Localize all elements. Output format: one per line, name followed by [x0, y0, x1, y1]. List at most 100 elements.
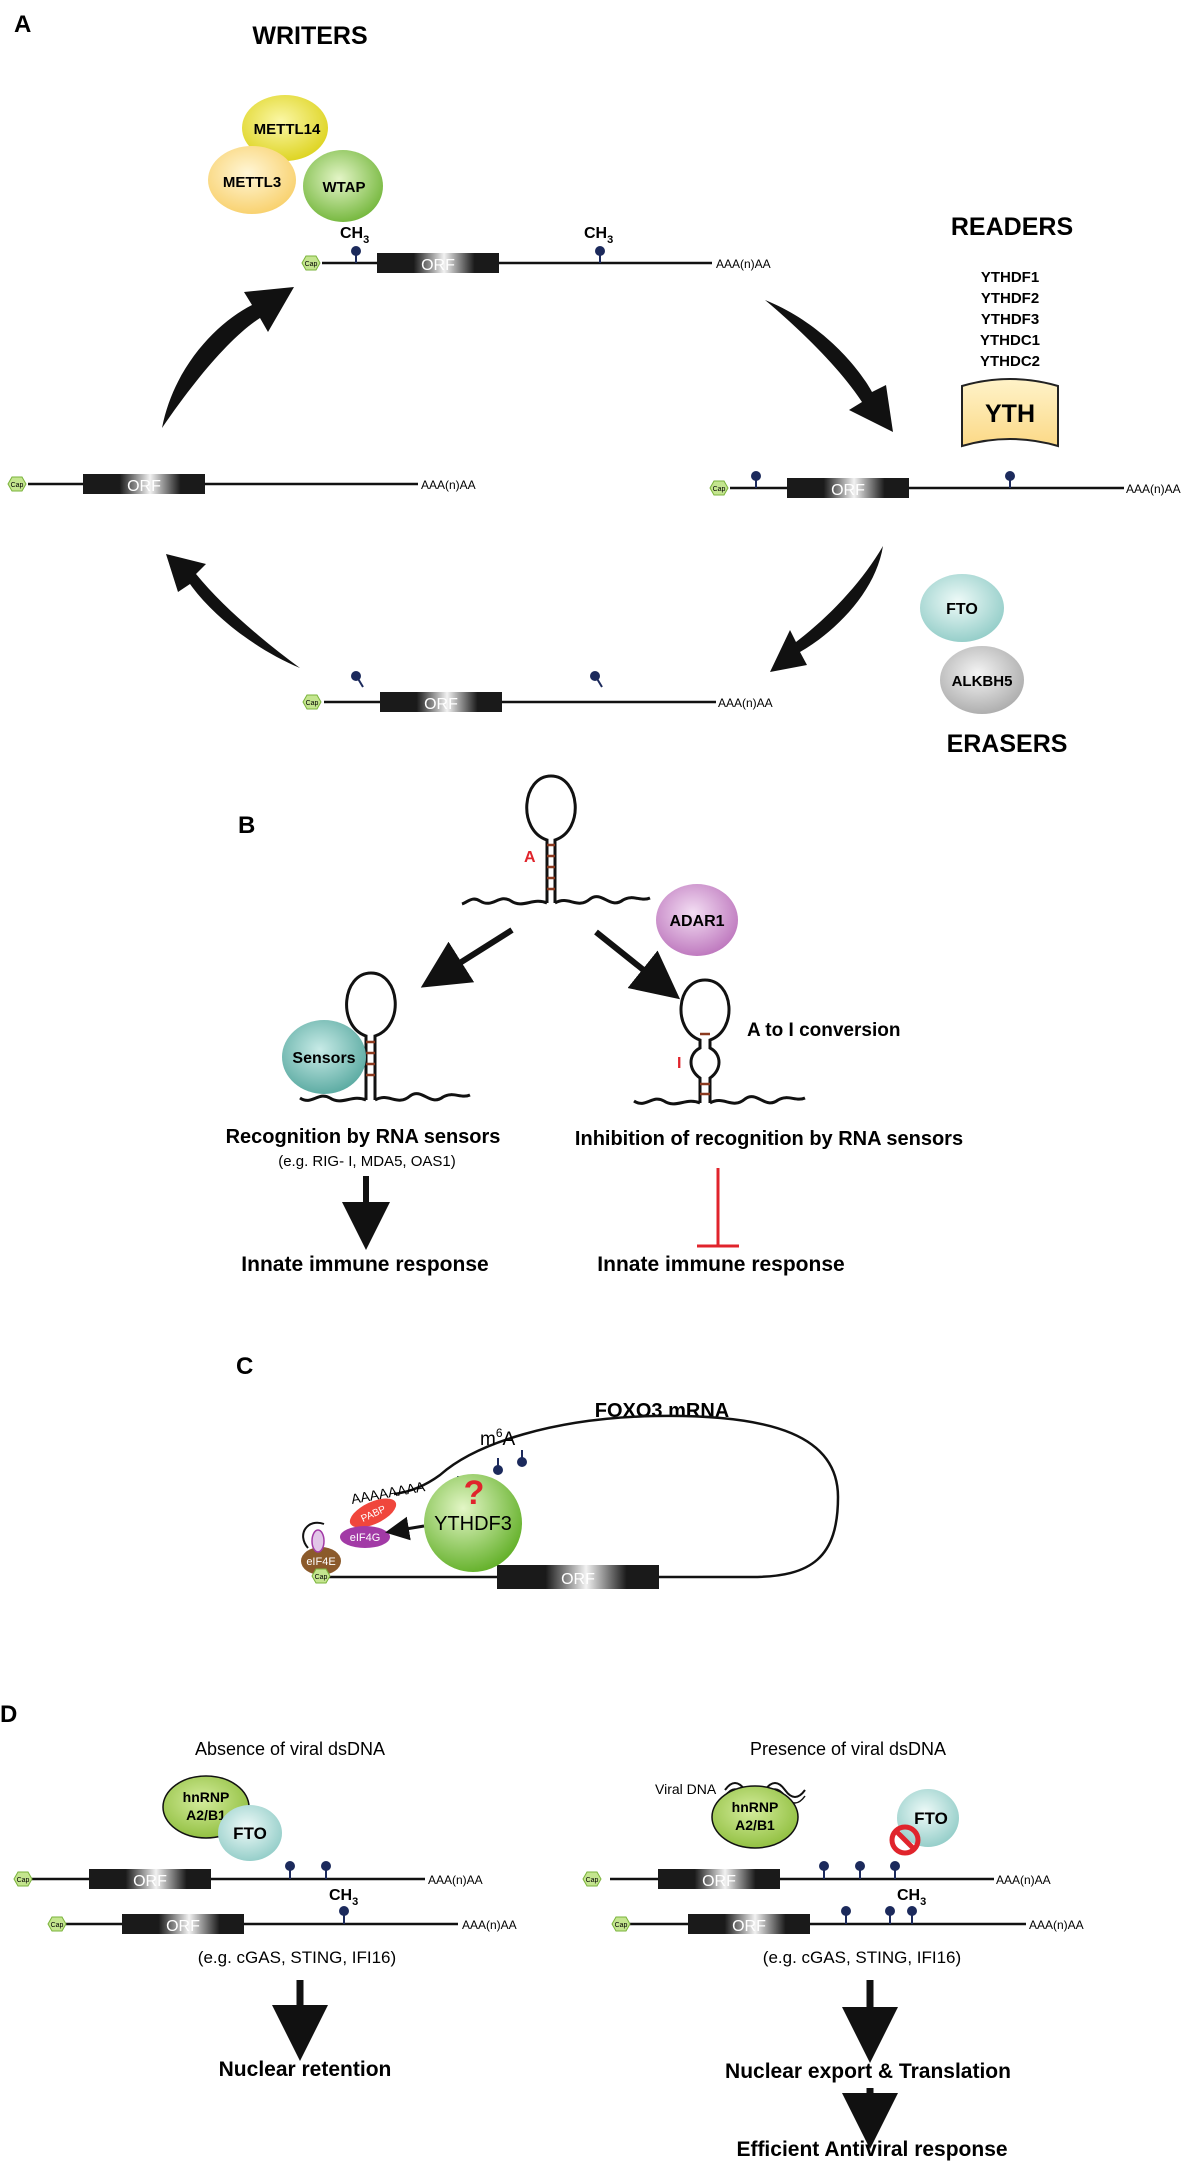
orf-box: [122, 1914, 244, 1934]
closed-loop-complex: PABP eIF4G eIF4E Cap: [301, 1498, 397, 1584]
orf-box: [658, 1869, 780, 1889]
recognition-text: Recognition by RNA sensors: [226, 1126, 501, 1148]
methyl-mark: [855, 1861, 865, 1871]
orf-box: [377, 253, 499, 273]
reader-item: YTHDC2: [980, 353, 1040, 370]
cycle-arrow: [765, 300, 893, 432]
readers-list: YTHDF1 YTHDF2 YTHDF3 YTHDC1 YTHDC2: [980, 269, 1040, 370]
orf-label: ORF: [561, 1571, 595, 1588]
cap-icon: [302, 694, 322, 710]
eif4e-protein: [301, 1547, 341, 1575]
methyl-mark: [907, 1906, 917, 1916]
reader-item: YTHDF1: [981, 269, 1039, 286]
adar1-protein: [656, 884, 738, 956]
orf-box: [380, 692, 502, 712]
methyl-mark: [890, 1861, 900, 1871]
m6a-label: m6A: [480, 1426, 516, 1450]
cycle-arrows: [162, 287, 893, 672]
adenosine-label: A: [524, 849, 536, 866]
rna-hairpin-top: A: [461, 774, 651, 906]
eif4g-protein: [340, 1526, 390, 1548]
methyl-mark: [339, 1906, 349, 1916]
cap-label: Cap: [11, 482, 24, 489]
antiviral-response: Efficient Antiviral response: [736, 2138, 1007, 2161]
eif4e-label: eIF4E: [306, 1556, 335, 1568]
methyl-mark: [285, 1861, 295, 1871]
cap-icon: [13, 1871, 33, 1887]
yth-domain: YTH: [961, 378, 1059, 448]
mrna-right: ORF Cap AAA(n)AA: [709, 471, 1181, 499]
readers-title: READERS: [951, 213, 1073, 241]
cap-label: Cap: [615, 1922, 628, 1929]
erasers-title: ERASERS: [947, 730, 1068, 758]
panel-label-d: D: [0, 1701, 17, 1728]
methyl-mark: [351, 246, 361, 256]
orf-box: [688, 1914, 810, 1934]
absence-title: Absence of viral dsDNA: [195, 1739, 385, 1759]
adar1-label: ADAR1: [669, 913, 724, 930]
hnrnp-label: A2/B1: [735, 1817, 775, 1833]
mrna-left: ORF Cap AAA(n)AA: [7, 474, 476, 495]
branch-arrow-left: [420, 927, 514, 988]
orf-label: ORF: [702, 1873, 736, 1890]
cap-label: Cap: [586, 1877, 599, 1884]
mettl14-protein: [242, 95, 328, 161]
polya-label: AAA(n)AA: [1126, 482, 1181, 496]
alkbh5-protein: [940, 646, 1024, 714]
inhibition-text: Inhibition of recognition by RNA sensors: [575, 1128, 963, 1150]
question-mark: ?: [464, 1474, 485, 1512]
writer-complex: METTL14 METTL3 WTAP: [208, 95, 383, 222]
wtap-label: WTAP: [322, 179, 365, 196]
hnrnp-label: hnRNP: [183, 1789, 230, 1805]
mettl3-protein: [208, 146, 296, 214]
cap-icon: [7, 476, 27, 492]
orf-label: ORF: [166, 1918, 200, 1935]
branch-arrow-right: [594, 929, 681, 1000]
polya-label: AAA(n)AA: [718, 696, 773, 710]
a-to-i-conversion: A to I conversion: [747, 1020, 900, 1041]
reader-item: YTHDF2: [981, 290, 1039, 307]
cap-label: Cap: [713, 486, 726, 493]
ythdf3-arrow: [385, 1516, 425, 1541]
methyl-mark: [595, 246, 605, 256]
cycle-arrow: [770, 546, 883, 672]
cap-label: Cap: [17, 1877, 30, 1884]
polya-label: AAA(n)AA: [1029, 1918, 1084, 1932]
nuclear-retention: Nuclear retention: [219, 2058, 392, 2081]
methyl-mark: [819, 1861, 829, 1871]
gene-examples-left: (e.g. cGAS, STING, IFI16): [198, 1948, 396, 1967]
cycle-arrow: [162, 287, 294, 428]
cap-icon: [709, 480, 729, 496]
orf-box: [89, 1869, 211, 1889]
hnrnp-label: A2/B1: [186, 1807, 226, 1823]
ch3-label: CH3: [897, 1887, 926, 1908]
inhibited-icon: [889, 1824, 921, 1856]
orf-label: ORF: [127, 478, 161, 495]
ch3-label: CH3: [329, 1887, 358, 1908]
writers-title: WRITERS: [252, 22, 367, 50]
foxo3-mrna: ORF m6A AAAAAAAA: [322, 1414, 840, 1589]
cap-label: Cap: [51, 1922, 64, 1929]
eif4g-label: eIF4G: [350, 1532, 381, 1544]
cap-label: Cap: [306, 700, 319, 707]
cycle-arrow: [166, 554, 300, 668]
orf-box: [497, 1565, 659, 1589]
polya-label: AAA(n)AA: [421, 478, 476, 492]
polya-label: AAA(n)AA: [996, 1873, 1051, 1887]
sensors-protein: [282, 1020, 366, 1094]
panel-label-c: C: [236, 1353, 253, 1380]
hnrnp-label: hnRNP: [732, 1799, 779, 1815]
polya-label: AAA(n)AA: [428, 1873, 483, 1887]
orf-label: ORF: [424, 696, 458, 713]
nuclear-export: Nuclear export & Translation: [725, 2060, 1011, 2083]
methyl-mark: [751, 471, 761, 481]
mettl3-label: METTL3: [223, 174, 281, 191]
methyl-mark: [321, 1861, 331, 1871]
orf-label: ORF: [421, 257, 455, 274]
released-methyl-mark: [590, 671, 600, 681]
presence-group: Viral DNA hnRNP A2/B1 FTO ORF Cap AAA(n)…: [582, 1781, 1084, 2161]
cap-label: Cap: [315, 1574, 328, 1581]
mrna-top: ORF Cap AAA(n)AA CH3 CH3: [301, 225, 771, 274]
innate-response-right: Innate immune response: [597, 1253, 844, 1276]
